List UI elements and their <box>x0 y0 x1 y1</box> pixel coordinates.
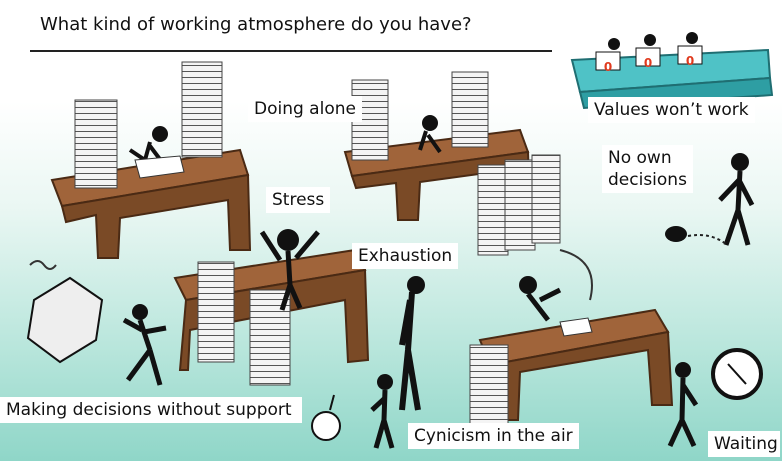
label-values-wont-work: Values won’t work <box>588 97 755 123</box>
scorecard-1: 0 <box>603 60 613 74</box>
desk-middle-left <box>173 229 370 386</box>
exhausted-figure <box>399 276 425 411</box>
clock-figure <box>667 348 763 448</box>
scorecard-2: 0 <box>643 56 653 70</box>
label-no-own-decisions: No own decisions <box>602 145 693 193</box>
label-making-decisions: Making decisions without support <box>0 397 302 423</box>
chained-figure <box>665 153 755 246</box>
desk-bottom-right <box>469 249 674 431</box>
label-stress: Stress <box>266 187 331 213</box>
desk-top-left <box>50 61 252 259</box>
label-doing-alone: Doing alone <box>248 96 362 122</box>
label-exhaustion: Exhaustion <box>352 243 459 269</box>
scorecard-3: 0 <box>685 54 695 68</box>
desk-top-middle <box>343 71 561 256</box>
slide-title: What kind of working atmosphere do you h… <box>40 14 472 35</box>
judges-group <box>570 32 774 110</box>
label-waiting: Waiting <box>708 431 780 457</box>
title-rule <box>30 50 552 52</box>
falling-box-figure <box>26 260 167 386</box>
bomb-figure <box>311 374 395 449</box>
label-cynicism: Cynicism in the air <box>408 423 579 449</box>
